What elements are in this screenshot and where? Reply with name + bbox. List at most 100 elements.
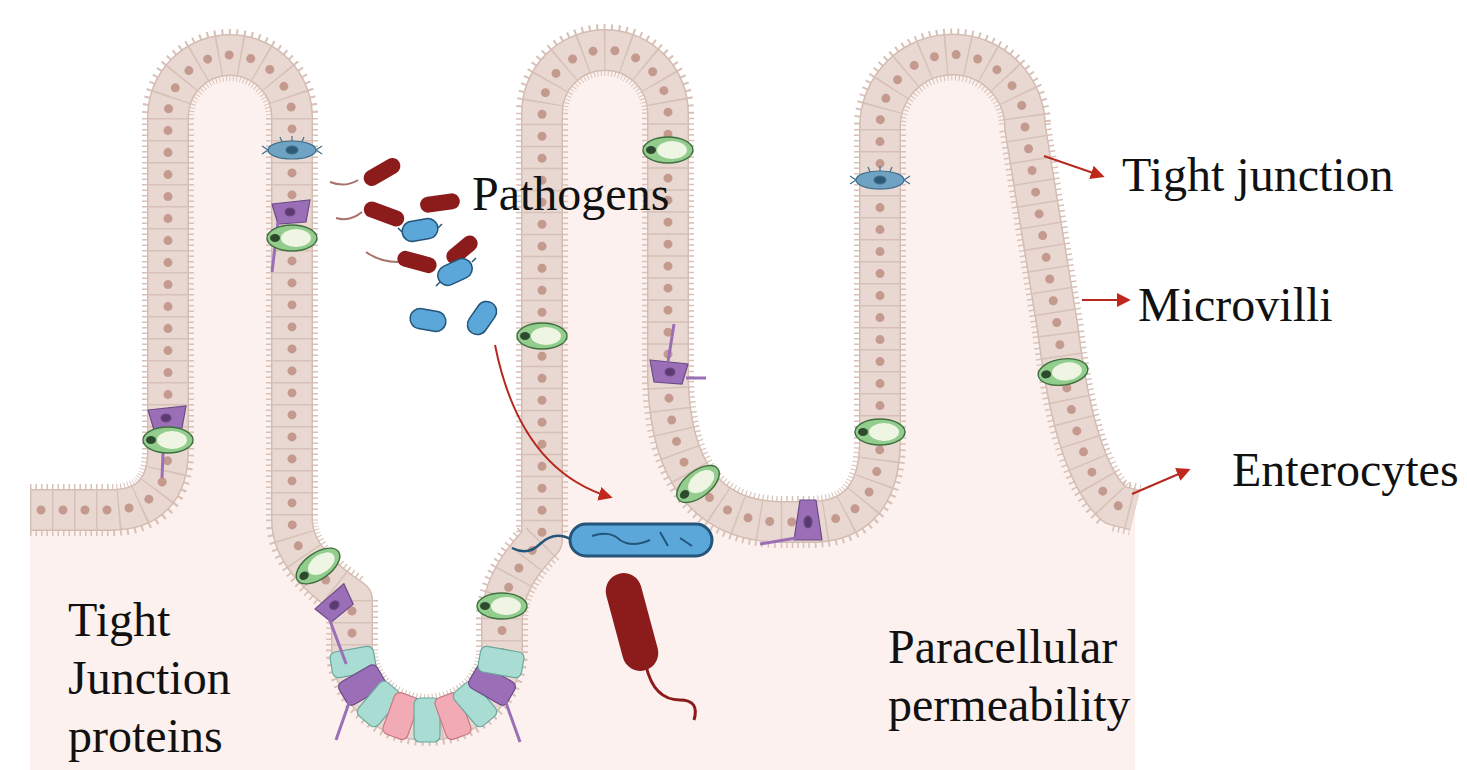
tissue-pathogens [592,532,692,546]
microvilli-fringe [30,50,1135,720]
enteroendocrine-cells [650,360,688,384]
goblet-cells [267,225,317,251]
goblet-cells [858,428,868,436]
goblet-cells [517,323,567,349]
goblet-cells [143,427,193,453]
cell-borders [30,50,1135,720]
goblet-cells [491,597,521,615]
goblet-cells [869,423,899,441]
crypt-cells [336,700,350,740]
enteroendocrine-cells [319,619,356,664]
lumen-pathogens [398,224,476,286]
enteroendocrine-cells [328,599,341,611]
crypt-cells [477,645,525,678]
goblet-cells [1041,370,1052,379]
tuft-cells [262,136,322,159]
goblet-cells [855,419,905,445]
tissue-pathogens [512,536,572,551]
tissue-pathogens [570,524,712,556]
goblet-cells [480,602,490,610]
goblet-cells [643,137,693,163]
goblet-cells [143,137,1090,619]
goblet-cells [304,548,339,580]
tissue-pathogens [602,569,663,675]
goblet-cells [143,427,193,453]
enteroendocrine-cells [760,538,796,544]
goblet-cells [290,541,346,591]
tuft-cells [850,166,910,184]
goblet-cells [146,436,156,444]
epithelium-outline [30,50,1135,720]
goblet-cells [531,327,561,345]
tuft-cells [874,176,886,184]
goblet-cells [477,593,527,619]
leader-arrow [1132,470,1188,494]
leader-arrow [1044,156,1102,176]
text-label: Microvilli [1138,276,1458,334]
enterocyte-band [30,50,1135,720]
goblet-cells [520,332,530,340]
cell-nuclei [30,50,1135,720]
crypt-cells [505,700,520,742]
enteroendocrine-cells [686,377,706,380]
lumen-pathogens [409,307,448,333]
goblet-cells [517,323,567,349]
enteroendocrine-cells [665,368,675,376]
text-label: Enterocytes [1232,441,1467,499]
goblet-cells [670,458,725,509]
text-label: Tight junction [1122,146,1462,204]
tuft-cells [850,166,910,189]
lumen-pathogens [401,217,440,243]
lumen-pathogens [362,199,407,228]
crypt-cells [329,645,525,742]
tuft-cells [856,171,904,189]
enteroendocrine-cells [313,584,358,625]
lumen-pathogens [330,180,358,185]
tissue-pathogens [646,666,695,720]
goblet-cells [157,431,187,449]
tuft-cells [286,146,298,154]
enteroendocrine-cells [285,208,295,216]
lumen-pathogens [366,252,398,262]
enteroendocrine-cells [272,200,310,224]
goblet-cells [678,488,691,500]
enteroendocrine-cells [794,500,822,540]
goblet-cells [270,234,280,242]
enteroendocrine-cells [161,414,171,422]
text-label: Tight Junction proteins [68,591,268,765]
goblet-cells [477,593,527,619]
leader-arrow [1082,299,1128,301]
goblet-cells [646,146,656,154]
goblet-cells [855,419,905,445]
goblet-cells [643,137,693,163]
goblet-cells [298,570,311,582]
tissue-pathogens [512,524,712,720]
goblet-cells [1036,356,1089,389]
epithelium [30,50,1135,720]
goblet-cells [670,458,725,509]
enteroendocrine-cells [650,324,706,384]
translocation-arrow [495,345,610,497]
enteroendocrine-cells [148,200,822,664]
lumen-pathogens [336,212,362,219]
goblet-cells [267,225,317,251]
text-label: Pathogens [472,165,732,223]
enteroendocrine-cells [760,500,822,544]
goblet-cells [1036,356,1089,389]
lumen-pathogens [396,249,439,275]
tuft-cells [268,141,316,159]
enteroendocrine-cells [804,516,812,528]
lumen-pathogens [434,255,475,288]
goblet-cells [290,541,346,591]
enteroendocrine-cells [308,584,382,664]
goblet-cells [281,229,311,247]
tuft-cells [262,136,322,154]
text-label: Paracellular permeability [888,618,1153,734]
lumen-pathogens [419,192,461,213]
lumen-pathogens [361,155,404,189]
enteroendocrine-cells [668,324,674,362]
goblet-cells [657,141,687,159]
lumen-pathogens [463,298,500,339]
